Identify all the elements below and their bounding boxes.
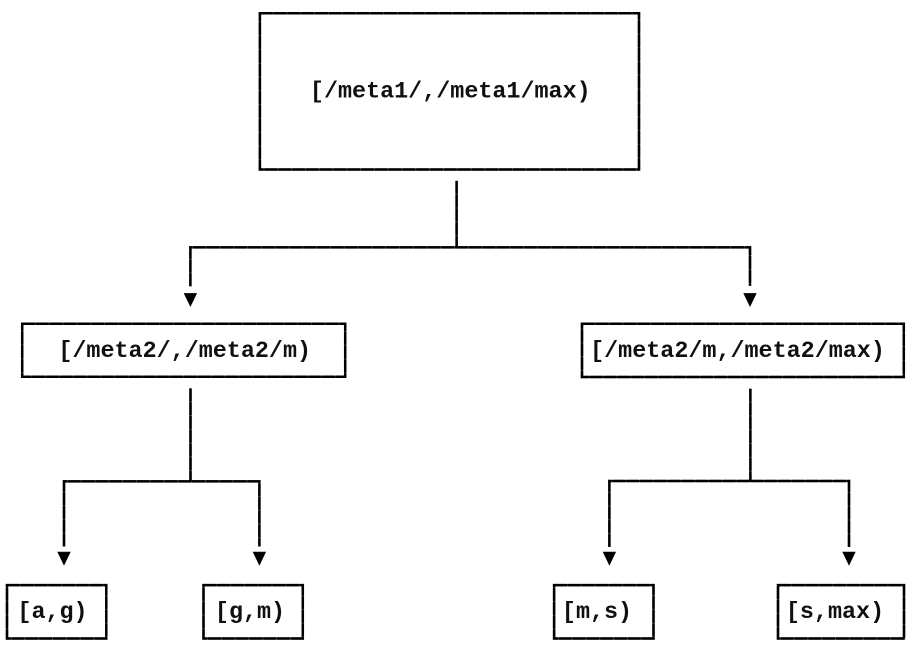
svg-text:[g,m): [g,m) [215, 600, 285, 626]
svg-text:[m,s): [m,s) [562, 600, 632, 626]
svg-text:[s,max): [s,max) [786, 600, 884, 626]
svg-text:[/meta1/,/meta1/max): [/meta1/,/meta1/max) [310, 79, 591, 105]
svg-text:[/meta2/,/meta2/m): [/meta2/,/meta2/m) [58, 339, 311, 365]
svg-text:[/meta2/m,/meta2/max): [/meta2/m,/meta2/max) [590, 339, 885, 365]
svg-text:[a,g): [a,g) [17, 600, 87, 626]
